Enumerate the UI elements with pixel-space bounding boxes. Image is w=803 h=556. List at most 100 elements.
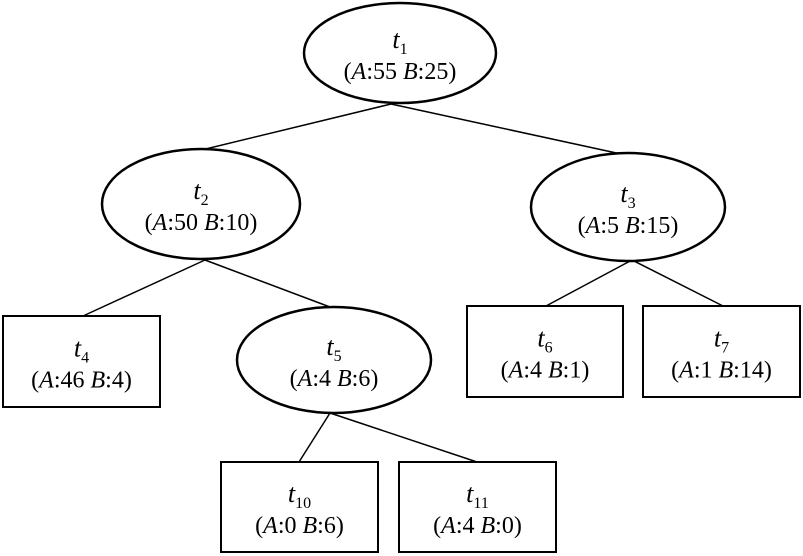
class-a-count: :4: [523, 358, 548, 384]
node-counts: (A:1 B:14): [671, 358, 772, 384]
class-a-label: A: [584, 213, 601, 239]
class-a-label: A: [151, 210, 168, 236]
edge-t1-t2: [184, 103, 392, 155]
node-t7: t7(A:1 B:14): [642, 305, 801, 398]
node-label: t10: [288, 479, 311, 512]
node-box: [220, 461, 379, 553]
node-label: t1: [392, 25, 407, 58]
node-box: [642, 305, 801, 398]
node-label: t5: [326, 332, 341, 365]
node-subscript: 11: [473, 495, 488, 512]
node-name: t: [537, 324, 545, 353]
node-subscript: 2: [201, 192, 209, 209]
node-t11: t11(A:4 B:0): [398, 461, 557, 553]
node-subscript: 6: [545, 340, 553, 357]
node-t1: t1(A:55 B:25): [302, 1, 498, 105]
node-t5: t5(A:4 B:6): [235, 305, 433, 415]
node-subscript: 1: [400, 41, 408, 58]
class-a-count: :55: [366, 59, 403, 85]
node-ellipse: [302, 1, 498, 105]
edge-t1-t3: [390, 103, 622, 155]
class-b-label: B: [303, 513, 318, 539]
class-a-count: :0: [278, 513, 303, 539]
node-counts: (A:46 B:4): [31, 368, 132, 394]
node-name: t: [714, 324, 722, 353]
node-t10: t10(A:0 B:6): [220, 461, 379, 553]
node-name: t: [326, 332, 334, 361]
class-a-label: A: [439, 513, 456, 539]
node-ellipse: [100, 147, 302, 261]
class-a-count: :46: [54, 368, 91, 394]
node-ellipse: [235, 305, 433, 415]
node-name: t: [74, 334, 82, 363]
node-label: t7: [714, 324, 729, 357]
class-a-label: A: [350, 59, 367, 85]
edge-t3-t7: [631, 259, 724, 307]
node-counts: (A:55 B:25): [344, 59, 457, 85]
class-a-count: :1: [694, 358, 719, 384]
class-b-count: :25: [418, 59, 449, 85]
class-b-count: :0: [495, 513, 514, 539]
node-subscript: 5: [334, 348, 342, 365]
node-subscript: 4: [81, 350, 89, 367]
class-b-count: :14: [733, 358, 764, 384]
class-b-label: B: [337, 366, 352, 392]
class-b-label: B: [91, 368, 106, 394]
class-a-label: A: [677, 358, 694, 384]
node-name: t: [288, 479, 296, 508]
class-b-label: B: [403, 59, 418, 85]
class-a-label: A: [261, 513, 278, 539]
node-subscript: 7: [721, 340, 729, 357]
node-counts: (A:5 B:15): [578, 213, 679, 239]
class-a-count: :50: [167, 210, 204, 236]
class-b-count: :15: [640, 213, 671, 239]
node-label: t11: [466, 479, 489, 512]
class-b-count: :6: [317, 513, 336, 539]
class-b-count: :10: [219, 210, 250, 236]
node-subscript: 10: [295, 495, 311, 512]
class-a-count: :4: [456, 513, 481, 539]
node-label: t6: [537, 324, 552, 357]
class-a-label: A: [296, 366, 313, 392]
edge-t3-t6: [545, 259, 633, 307]
edge-t2-t4: [82, 259, 206, 317]
class-a-label: A: [37, 368, 54, 394]
node-label: t3: [620, 179, 635, 212]
node-box: [466, 305, 624, 398]
node-counts: (A:4 B:0): [433, 513, 522, 539]
class-b-label: B: [625, 213, 640, 239]
class-b-count: :4: [105, 368, 124, 394]
node-name: t: [193, 176, 201, 205]
class-b-label: B: [481, 513, 496, 539]
node-name: t: [620, 179, 628, 208]
node-counts: (A:4 B:6): [290, 366, 379, 392]
tree-edges: [82, 103, 724, 463]
node-label: t4: [74, 334, 89, 367]
class-a-label: A: [507, 358, 524, 384]
edge-t5-t11: [329, 412, 478, 463]
node-counts: (A:0 B:6): [255, 513, 344, 539]
edge-t5-t10: [298, 412, 331, 463]
node-ellipse: [529, 151, 727, 263]
node-name: t: [392, 25, 400, 54]
node-box: [398, 461, 557, 553]
node-box: [2, 315, 161, 408]
node-t3: t3(A:5 B:15): [529, 151, 727, 263]
class-a-count: :4: [312, 366, 337, 392]
class-b-count: :6: [352, 366, 371, 392]
node-counts: (A:4 B:1): [501, 358, 590, 384]
edge-t2-t5: [204, 259, 331, 308]
node-counts: (A:50 B:10): [145, 210, 258, 236]
node-label: t2: [193, 176, 208, 209]
class-a-count: :5: [600, 213, 625, 239]
class-b-count: :1: [563, 358, 582, 384]
node-t4: t4(A:46 B:4): [2, 315, 161, 408]
class-b-label: B: [548, 358, 563, 384]
node-t6: t6(A:4 B:1): [466, 305, 624, 398]
node-subscript: 3: [628, 195, 636, 212]
node-t2: t2(A:50 B:10): [100, 147, 302, 261]
class-b-label: B: [204, 210, 219, 236]
class-b-label: B: [719, 358, 734, 384]
